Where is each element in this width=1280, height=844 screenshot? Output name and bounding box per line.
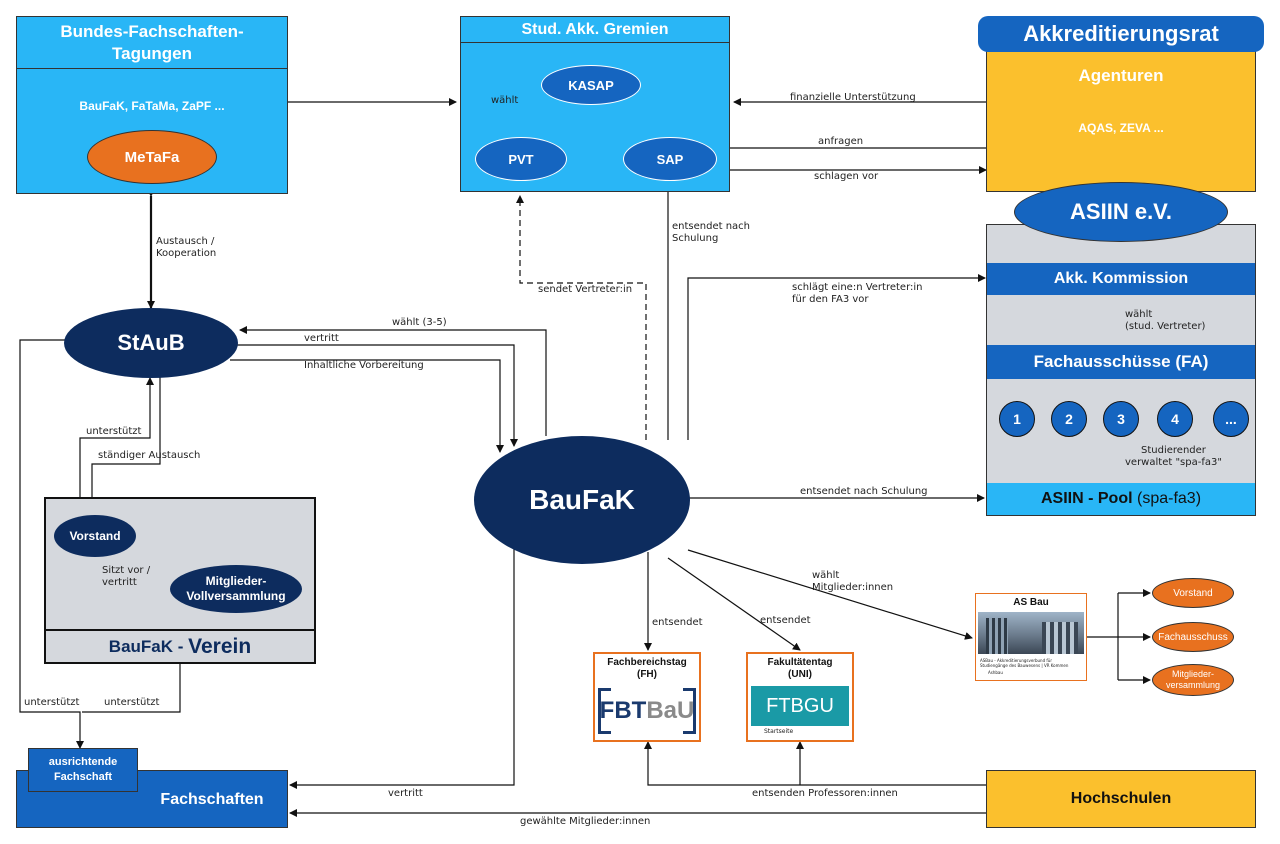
hochschulen-box: Hochschulen — [986, 770, 1256, 828]
fbt-title: Fachbereichstag (FH) — [607, 657, 687, 680]
label-schlaegt: schlägt eine:n Vertreter:in für den FA3 … — [792, 282, 923, 305]
fa-title: Fachausschüsse (FA) — [987, 345, 1255, 379]
metafa-node: MeTaFa — [87, 130, 217, 184]
label-schlagen: schlagen vor — [814, 171, 879, 182]
label-unterstuetzt1: unterstützt — [86, 426, 142, 437]
pvt-node: PVT — [475, 137, 567, 181]
asbau-sub: Ashbau — [988, 670, 1003, 675]
asiin-pool-rest: (spa-fa3) — [1132, 490, 1202, 507]
label-entsendet1: entsendet — [652, 617, 703, 628]
agenturen-list: AQAS, ZEVA ... — [1078, 121, 1164, 135]
akk-kommission: Akk. Kommission — [987, 263, 1255, 295]
kasap-node: KASAP — [541, 65, 641, 105]
label-entsenden-prof: entsenden Professoren:innen — [752, 788, 898, 799]
waehlt-label: wählt — [491, 95, 519, 106]
label-staendig: ständiger Austausch — [98, 450, 201, 461]
asbau-mv: Mitglieder- versammlung — [1152, 664, 1234, 696]
bft-list: BauFaK, FaTaMa, ZaPF ... — [79, 99, 225, 113]
label-finanz: finanzielle Unterstützung — [790, 92, 916, 103]
fbt-logo-a: FBT — [599, 697, 647, 724]
verein-footer-a: BauFaK - — [108, 636, 189, 656]
asiin-pool: ASIIN - Pool (spa-fa3) — [987, 483, 1255, 515]
label-austausch: Austausch / Kooperation — [156, 236, 217, 259]
label-unterstuetzt3: unterstützt — [104, 697, 160, 708]
asbau-photo — [978, 612, 1084, 654]
verein-footer: BauFaK - Verein — [46, 629, 314, 662]
fa-item-3: 3 — [1103, 401, 1139, 437]
label-vertritt1: vertritt — [304, 333, 339, 344]
agenturen-title: Agenturen — [1078, 66, 1164, 85]
fa-item-4: 4 — [1157, 401, 1193, 437]
label-entsendet-schulung-v: entsendet nach Schulung — [672, 221, 751, 244]
label-sendet: sendet Vertreter:in — [538, 284, 633, 295]
staub-node: StAuB — [64, 308, 238, 378]
fachschaften-label: Fachschaften — [160, 791, 264, 808]
mv-node: Mitglieder- Vollversammlung — [170, 565, 302, 613]
fa-item-1: 1 — [999, 401, 1035, 437]
verein-box: Vorstand Mitglieder- Vollversammlung Sit… — [44, 497, 316, 664]
asbau-card: AS Bau ASBau - Akkreditierungsverbund fü… — [975, 593, 1087, 681]
asbau-caption: ASBau - Akkreditierungsverbund für Studi… — [980, 658, 1069, 668]
fbt-logo-b: BaU — [646, 697, 695, 724]
asbau-title: AS Bau — [1013, 596, 1049, 608]
studierender-label: Studierender verwaltet "spa-fa3" — [1125, 445, 1222, 468]
fachschaften-box: Fachschaften — [16, 770, 288, 828]
label-waehlt35: wählt (3-5) — [392, 317, 447, 328]
label-waehlt-mitglieder: wählt Mitglieder:innen — [812, 570, 894, 593]
ftbgu-logo: FTBGU — [751, 686, 849, 726]
label-anfragen: anfragen — [818, 136, 864, 147]
asiin-box: Akk. Kommission wählt (stud. Vertreter) … — [986, 224, 1256, 516]
asiin-pool-bold: ASIIN - Pool — [1040, 490, 1133, 507]
label-vertritt2: vertritt — [388, 788, 423, 799]
sitzt-label: Sitzt vor / vertritt — [102, 565, 151, 588]
vorstand-node: Vorstand — [54, 515, 136, 557]
fa-item-more: ... — [1213, 401, 1249, 437]
akkrat-title: Akkreditierungsrat — [978, 16, 1264, 52]
bft-box: Bundes-Fachschaften- Tagungen BauFaK, Fa… — [16, 16, 288, 194]
asbau-vorstand: Vorstand — [1152, 578, 1234, 608]
ftbgu-sub: Startseite — [764, 728, 794, 735]
waehlt-stud-label: wählt (stud. Vertreter) — [1125, 309, 1206, 332]
bft-title: Bundes-Fachschaften- Tagungen — [17, 17, 287, 69]
sap-node: SAP — [623, 137, 717, 181]
agenturen-box: Agenturen AQAS, ZEVA ... — [986, 46, 1256, 192]
gremien-box: Stud. Akk. Gremien KASAP PVT SAP wählt — [460, 16, 730, 192]
label-entsendet-schulung-h: entsendet nach Schulung — [800, 486, 928, 497]
label-unterstuetzt2: unterstützt — [24, 697, 80, 708]
label-gewaehlte: gewählte Mitglieder:innen — [520, 816, 651, 827]
label-entsendet2: entsendet — [760, 615, 811, 626]
ausrichtende-fachschaft: ausrichtende Fachschaft — [28, 748, 138, 792]
asbau-fachausschuss: Fachausschuss — [1152, 622, 1234, 652]
asiin-title: ASIIN e.V. — [1014, 182, 1228, 242]
baufak-node: BauFaK — [474, 436, 690, 564]
gremien-title: Stud. Akk. Gremien — [461, 17, 729, 43]
fa-item-2: 2 — [1051, 401, 1087, 437]
label-inhaltlich: Inhaltliche Vorbereitung — [304, 360, 424, 371]
verein-footer-b: Verein — [188, 634, 252, 658]
ftbgu-title: Fakultätentag (UNI) — [767, 657, 833, 680]
ftbgu-card: Fakultätentag (UNI) FTBGU Startseite — [746, 652, 854, 742]
